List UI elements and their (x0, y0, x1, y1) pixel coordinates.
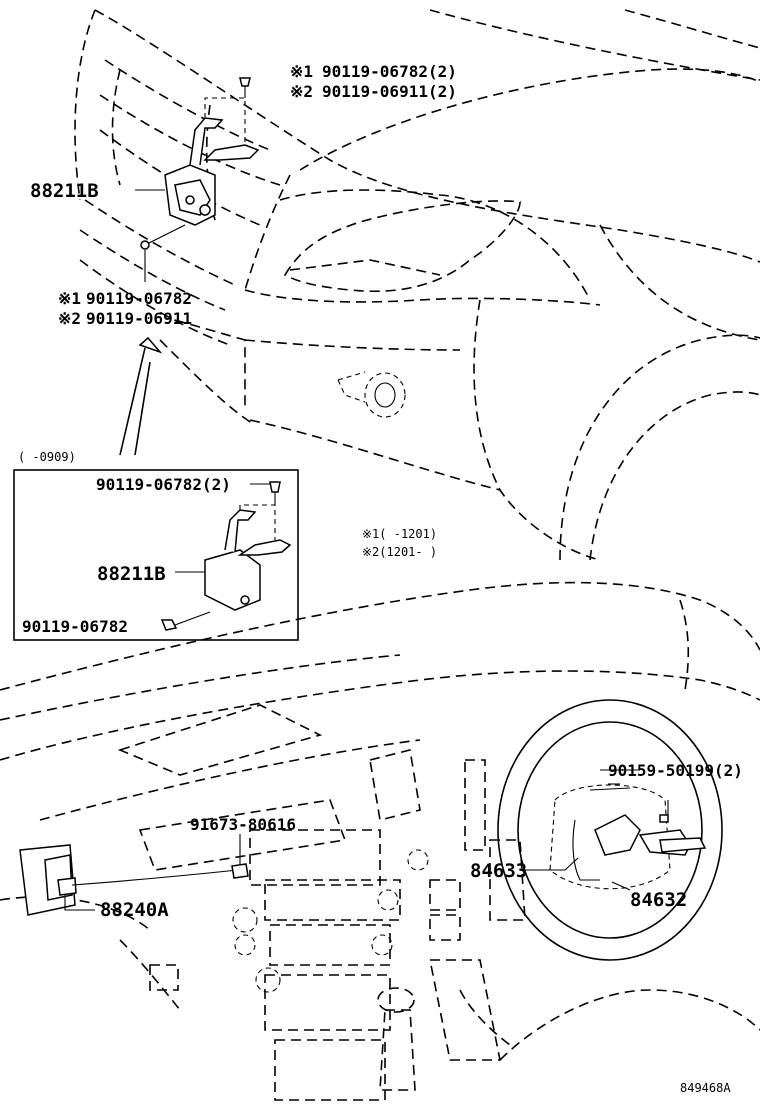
ecu-part-number: 88240A (100, 899, 169, 921)
note-mark-2-left: ※2 (58, 309, 81, 328)
note-mark-1-top: ※1 (290, 62, 313, 81)
lower-leaders (520, 783, 631, 891)
footnote-2: ※2(1201- ) (362, 545, 437, 559)
steering-wheel-drawing (497, 699, 723, 961)
top-bolt-part-number-2: 90119-06911(2) (322, 82, 457, 101)
upper-leaders (119, 189, 165, 456)
screw-part-number: 91673-80616 (190, 815, 296, 834)
ecu-drawing (19, 834, 249, 916)
inset-sensor-part-number: 88211B (97, 563, 166, 585)
left-bolt-part-number-2: 90119-06911 (86, 309, 192, 328)
radar-sensor-drawing (140, 77, 260, 250)
footnote-1: ※1( -1201) (362, 527, 437, 541)
wheel-bolt-part-number: 90159-50199(2) (608, 761, 743, 780)
left-bolt-part-number-1: 90119-06782 (86, 289, 192, 308)
figure-code: 849468A (680, 1081, 731, 1095)
vehicle-front-outline (74, 9, 760, 561)
sensor-part-number: 88211B (30, 180, 99, 202)
inset-period-label: ( -0909) (18, 450, 76, 464)
note-mark-2-top: ※2 (290, 82, 313, 101)
note-mark-1-left: ※1 (58, 289, 81, 308)
top-bolt-part-number-1: 90119-06782(2) (322, 62, 457, 81)
inset-box (13, 469, 299, 641)
interior-outline (0, 581, 760, 1101)
inset-bolt-bottom-part-number: 90119-06782 (22, 617, 128, 636)
inset-bolt-top-part-number: 90119-06782(2) (96, 475, 231, 494)
harness-part-number: 84633 (470, 860, 527, 882)
switch-part-number: 84632 (630, 889, 687, 911)
